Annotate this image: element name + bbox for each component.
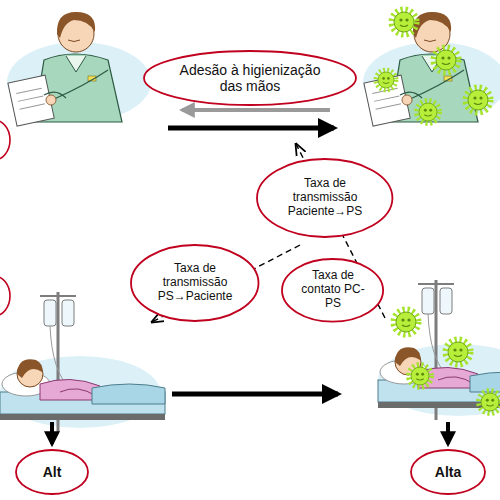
rate-ellipse: Alta [410, 449, 486, 495]
rate-label: Adesão à higienização das mãos [175, 62, 325, 94]
rate-ellipse: Taxa de transmissão Paciente→PS [256, 158, 393, 238]
rate-label: Taxa de transmissão Paciente→PS [279, 177, 371, 218]
rate-label: Taxa de transmissão PS→Paciente [152, 262, 238, 303]
rate-ellipse: Adesão à higienização das mãos [143, 50, 357, 106]
rate-label: Alta [435, 464, 461, 480]
rate-label: Taxa de contato PC-PS [300, 269, 366, 310]
rate-ellipse: Taxa de contato PC-PS [281, 258, 384, 323]
rate-ellipse: Taxa de transmissão PS→Paciente [130, 244, 260, 322]
rate-label: Alt [43, 464, 62, 480]
rate-ellipse: Alt [15, 449, 89, 495]
